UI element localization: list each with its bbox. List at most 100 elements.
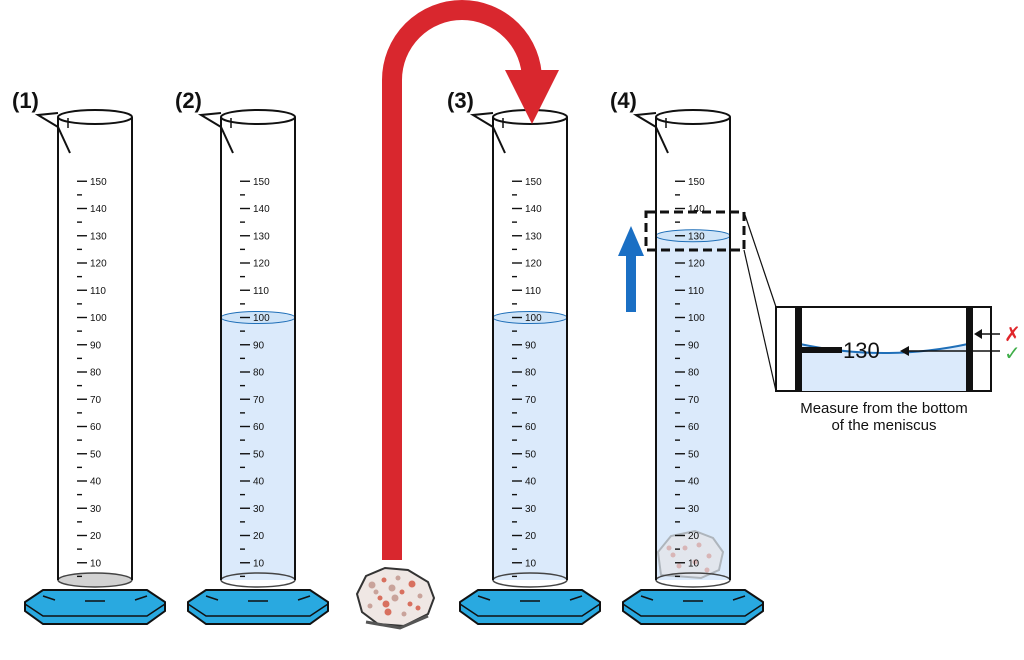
tick-label: 10 <box>90 558 102 569</box>
cylinder-base <box>24 589 166 625</box>
tick-label: 130 <box>688 231 705 242</box>
step-label: (4) <box>610 88 637 113</box>
tube-rim <box>220 109 296 125</box>
tick-label: 130 <box>253 231 270 242</box>
tick-label: 120 <box>525 259 542 270</box>
tick-label: 110 <box>688 286 704 297</box>
tick-label: 30 <box>253 504 265 515</box>
tick-label: 50 <box>688 449 700 460</box>
step-label: (1) <box>12 88 39 113</box>
zoom-wall-left <box>795 307 802 391</box>
tick-label: 100 <box>525 313 542 324</box>
tick-label: 60 <box>688 422 700 433</box>
tick-label: 150 <box>253 177 270 188</box>
tick-label: 90 <box>688 340 700 351</box>
graduation-scale: 10 20 30 40 50 60 70 80 90 100 110 120 130 140 150 <box>675 177 705 578</box>
tick-label: 100 <box>688 313 705 324</box>
caption-line-1: Measure from the bottom <box>800 400 968 417</box>
zoom-panel: 130 ✗✓ <box>775 306 1021 392</box>
zoom-tick <box>802 347 842 353</box>
tube-spout <box>197 112 222 128</box>
tick-label: 110 <box>253 286 269 297</box>
tick-label: 50 <box>525 449 537 460</box>
cylinder-base <box>622 589 764 625</box>
tick-label: 140 <box>525 204 542 215</box>
tick-label: 40 <box>253 477 265 488</box>
tick-label: 100 <box>253 313 270 324</box>
cylinder-c4: (4) 10 20 30 40 50 60 70 80 90 100 110 120 130 140 150 <box>610 88 764 625</box>
tick-label: 10 <box>253 558 265 569</box>
spout-crease <box>220 126 234 154</box>
tick-label: 60 <box>525 422 537 433</box>
tube-rim <box>57 109 133 125</box>
water <box>493 317 567 580</box>
tick-label: 20 <box>253 531 265 542</box>
rock-icon <box>355 566 436 630</box>
tick-label: 140 <box>90 204 107 215</box>
tube-bottom <box>57 572 133 588</box>
step-label: (3) <box>447 88 474 113</box>
tick-label: 80 <box>688 368 700 379</box>
cylinder-base <box>459 589 601 625</box>
tick-label: 140 <box>253 204 270 215</box>
tube-spout <box>469 112 494 128</box>
correct-mark-icon: ✓ <box>1004 341 1021 365</box>
tick-label: 40 <box>90 477 102 488</box>
tick-label: 90 <box>253 340 265 351</box>
tick-label: 20 <box>90 531 102 542</box>
tick-label: 110 <box>525 286 541 297</box>
zoom-wall-right <box>966 307 973 391</box>
tick-label: 100 <box>90 313 107 324</box>
cylinders-layer: (1)102030405060708090100110120130140150(… <box>12 88 764 625</box>
tick-label: 70 <box>688 395 700 406</box>
tick-label: 40 <box>525 477 537 488</box>
water <box>221 317 295 580</box>
callout-line-bottom <box>743 249 777 392</box>
tick-label: 60 <box>90 422 102 433</box>
tick-label: 50 <box>90 449 102 460</box>
tick-label: 40 <box>688 477 700 488</box>
zoom-reading: 130 <box>843 338 880 363</box>
tick-label: 10 <box>525 558 537 569</box>
tick-label: 120 <box>688 259 705 270</box>
submerged-rock <box>656 529 725 580</box>
tick-label: 10 <box>688 558 700 569</box>
wrong-mark-icon: ✗ <box>1004 322 1021 346</box>
tick-label: 80 <box>253 368 265 379</box>
tick-label: 80 <box>90 368 102 379</box>
tick-label: 150 <box>688 177 705 188</box>
tick-label: 20 <box>688 531 700 542</box>
tick-label: 70 <box>253 395 265 406</box>
cylinder-base <box>187 589 329 625</box>
tick-label: 90 <box>525 340 537 351</box>
callout-box <box>644 210 746 252</box>
tick-label: 80 <box>525 368 537 379</box>
tick-label: 110 <box>90 286 106 297</box>
tick-label: 30 <box>90 504 102 515</box>
tick-label: 150 <box>90 177 107 188</box>
spout-crease <box>655 126 669 154</box>
water <box>656 235 730 580</box>
tick-label: 60 <box>253 422 265 433</box>
tube-spout <box>632 112 657 128</box>
tick-label: 30 <box>525 504 537 515</box>
tick-label: 120 <box>90 259 107 270</box>
callout-line-top <box>743 211 777 308</box>
curved-arrow-down-icon <box>382 0 559 560</box>
spout-crease <box>492 126 506 154</box>
tick-label: 90 <box>90 340 102 351</box>
arrow-up-icon <box>618 226 644 312</box>
tick-label: 130 <box>90 231 107 242</box>
tick-label: 140 <box>688 204 705 215</box>
tick-label: 30 <box>688 504 700 515</box>
tick-label: 130 <box>525 231 542 242</box>
tick-label: 120 <box>253 259 270 270</box>
spout-crease <box>57 126 71 154</box>
